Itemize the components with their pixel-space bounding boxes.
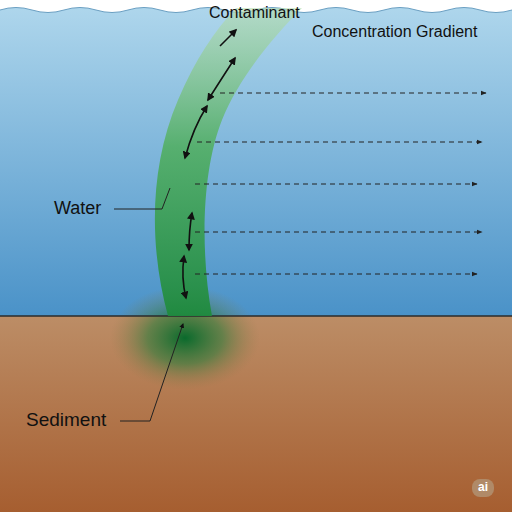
water-body <box>0 8 512 317</box>
region-label: Water <box>54 198 101 219</box>
transport-arrows <box>183 30 236 298</box>
heading-label: Contaminant <box>209 4 300 22</box>
leader-line <box>114 188 170 209</box>
heading-label: Concentration Gradient <box>312 23 477 41</box>
contaminant-plume <box>155 8 302 316</box>
region-label: Sediment <box>26 409 106 431</box>
gradient-arrows <box>195 93 486 274</box>
leader-line <box>120 324 183 421</box>
sediment-interface <box>0 315 512 317</box>
watermark: ai <box>472 479 494 497</box>
